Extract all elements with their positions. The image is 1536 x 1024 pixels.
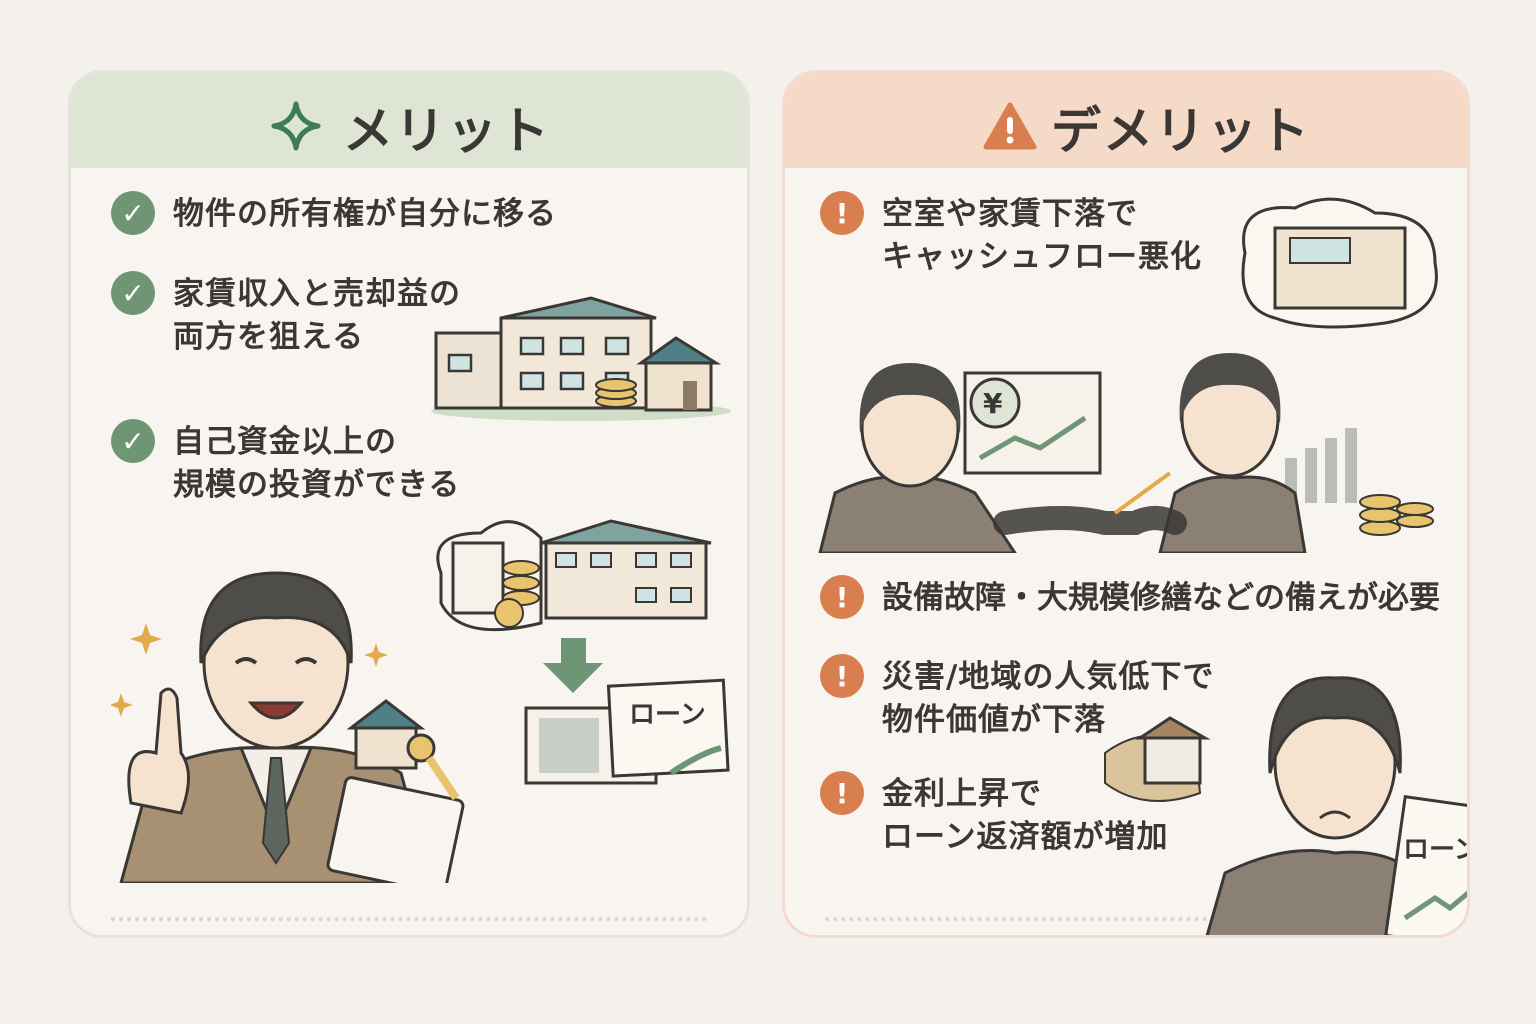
divider-dots (825, 917, 1207, 921)
demerit-item: ! 設備故障・大規模修繕などの備えが必要 (820, 575, 1440, 620)
merit-header: メリット (71, 73, 747, 168)
demerit-item: ! 空室や家賃下落で キャッシュフロー悪化 (820, 191, 1202, 279)
exclamation-icon: ! (820, 771, 864, 815)
demerit-item-text: 金利上昇で ローン返済額が増加 (882, 776, 1169, 855)
demerit-item-text: 設備故障・大規模修繕などの備えが必要 (882, 580, 1440, 616)
exclamation-icon: ! (820, 575, 864, 619)
exclamation-icon: ! (820, 654, 864, 698)
demerit-title: デメリット (1051, 102, 1311, 160)
check-icon: ✓ (111, 271, 155, 315)
merit-title: メリット (343, 102, 551, 160)
check-icon: ✓ (111, 191, 155, 235)
merit-card: メリット ✓ 物件の所有権が自分に移る ✓ 家賃収入と売却益の 両方を狙える ✓… (68, 70, 750, 938)
loan-flow-illustration: ローン (436, 519, 730, 785)
demerit-card: デメリット ! 空室や家賃下落で キャッシュフロー悪化 ! 設備故障・大規模修繕… (782, 70, 1470, 938)
merit-item-text: 家賃収入と売却益の 両方を狙える (173, 276, 461, 355)
demerit-item: ! 災害/地域の人気低下で 物件価値が下落 (820, 654, 1215, 742)
demerit-header: デメリット (785, 73, 1467, 168)
handshake-illustration: ¥ (818, 197, 1438, 553)
exclamation-icon: ! (820, 191, 864, 235)
divider-dots (111, 917, 707, 921)
yen-label: ¥ (983, 387, 1003, 420)
merit-item: ✓ 家賃収入と売却益の 両方を狙える (111, 271, 461, 359)
sparkle-icon (271, 101, 321, 151)
merit-item-text: 物件の所有権が自分に移る (173, 196, 557, 232)
apartment-building-illustration (431, 296, 731, 421)
warning-icon (983, 102, 1037, 150)
demerit-item-text: 災害/地域の人気低下で 物件価値が下落 (882, 659, 1215, 738)
merit-item: ✓ 物件の所有権が自分に移る (111, 191, 557, 236)
demerit-item-text: 空室や家賃下落で キャッシュフロー悪化 (882, 196, 1202, 275)
worried-businessman-illustration: ローン (1104, 676, 1470, 935)
merit-item-text: 自己資金以上の 規模の投資ができる (173, 424, 461, 503)
demerit-item: ! 金利上昇で ローン返済額が増加 (820, 771, 1169, 859)
merit-item: ✓ 自己資金以上の 規模の投資ができる (111, 419, 461, 507)
loan-document-label: ローン (1403, 835, 1470, 865)
check-icon: ✓ (111, 419, 155, 463)
loan-document-label: ローン (629, 700, 706, 730)
smiling-businessman-illustration (111, 571, 465, 883)
